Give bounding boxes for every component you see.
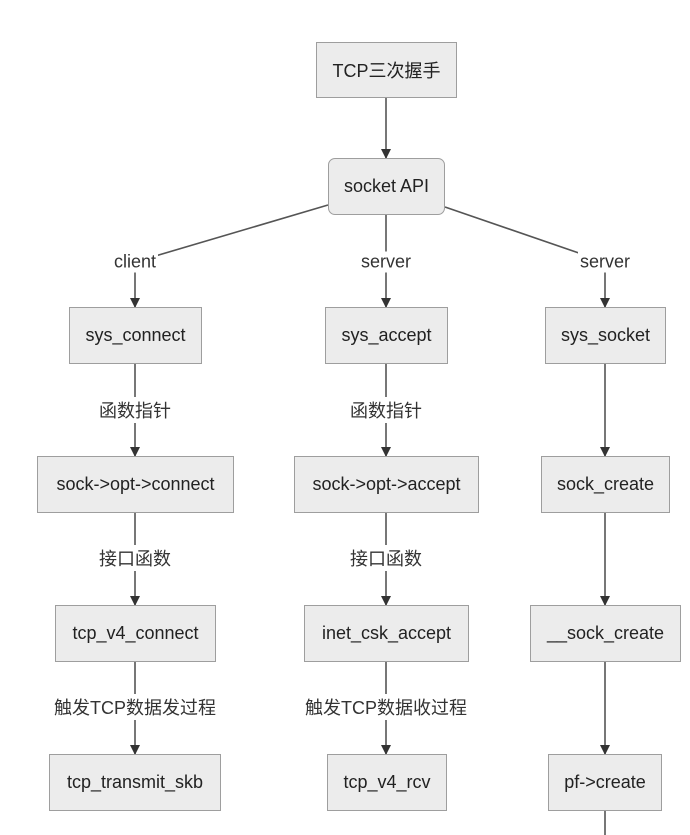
edge-label-client: client (111, 251, 159, 273)
edge-label-function-pointer-left: 函数指针 (97, 397, 173, 423)
edge-label-function-pointer-mid: 函数指针 (348, 397, 424, 423)
node-socket-api: socket API (328, 158, 445, 215)
edge-label-send-process: 触发TCP数据发过程 (52, 694, 218, 720)
edge-label-interface-left: 接口函数 (97, 545, 173, 571)
node-sys-accept: sys_accept (325, 307, 448, 364)
node-tcp-transmit-skb: tcp_transmit_skb (49, 754, 221, 811)
node-tcp-v4-rcv: tcp_v4_rcv (327, 754, 447, 811)
node-tcp-v4-connect: tcp_v4_connect (55, 605, 216, 662)
node-sock-create: sock_create (541, 456, 670, 513)
node-sys-socket: sys_socket (545, 307, 666, 364)
node-tcp-handshake: TCP三次握手 (316, 42, 457, 98)
node-pf-create: pf->create (548, 754, 662, 811)
edge-label-server-right: server (577, 251, 633, 273)
edge-label-server-mid: server (358, 251, 414, 273)
node-sock-opt-accept: sock->opt->accept (294, 456, 479, 513)
node-__sock-create: __sock_create (530, 605, 681, 662)
node-sys-connect: sys_connect (69, 307, 202, 364)
edge-label-interface-mid: 接口函数 (348, 545, 424, 571)
edge-label-recv-process: 触发TCP数据收过程 (303, 694, 469, 720)
node-inet-csk-accept: inet_csk_accept (304, 605, 469, 662)
node-sock-opt-connect: sock->opt->connect (37, 456, 234, 513)
edge-socket-api-sys-connect (130, 204, 329, 308)
